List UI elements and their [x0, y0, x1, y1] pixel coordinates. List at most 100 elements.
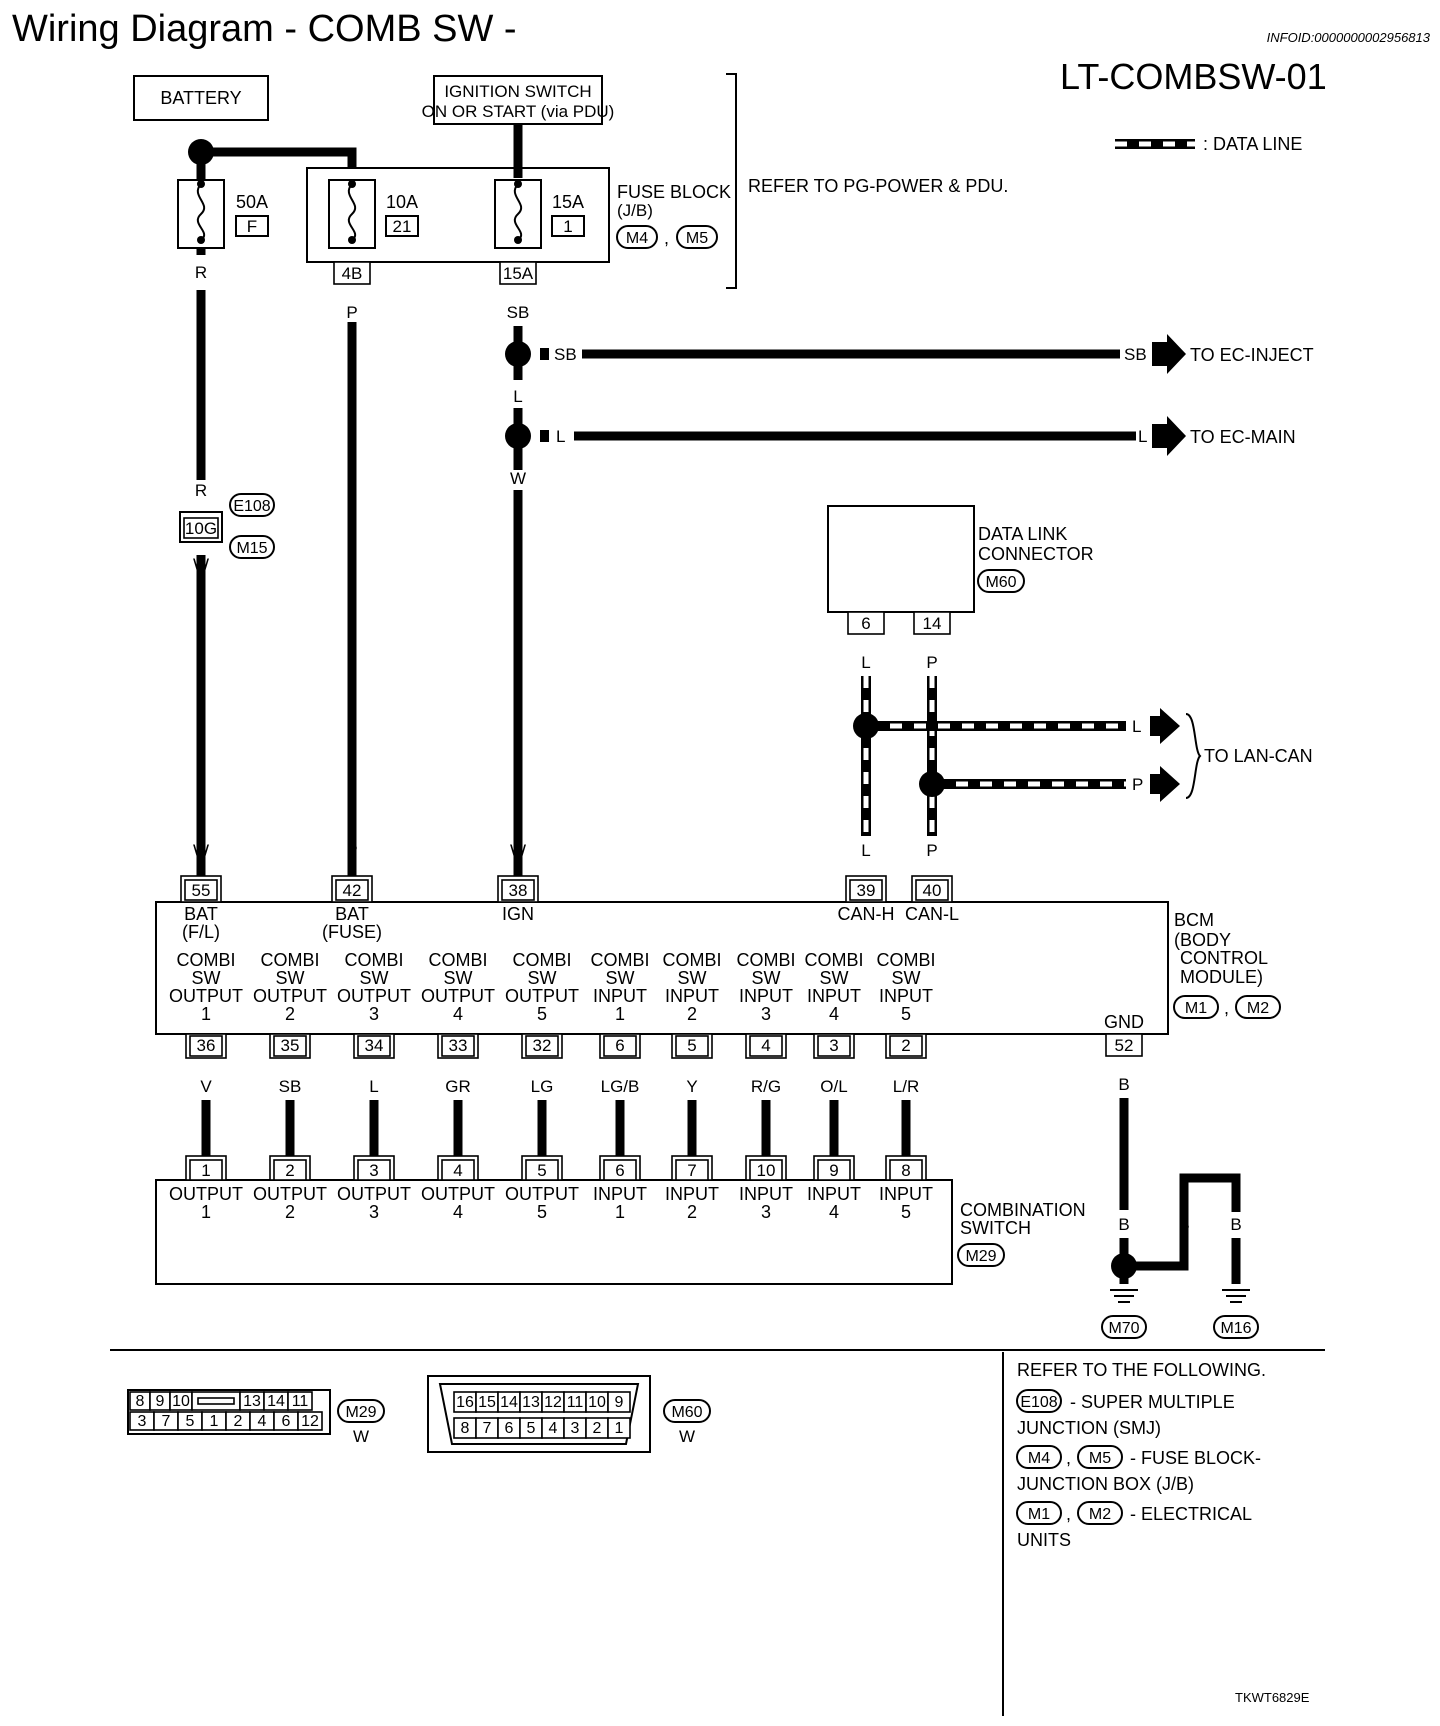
- dlc-terminal-14: [913, 611, 951, 635]
- bcm-bottom-terminal-label: COMBI: [876, 950, 935, 970]
- ground-symbol-m70: M70: [1101, 1289, 1147, 1339]
- m60-view-cavity-top-label: 9: [615, 1394, 624, 1411]
- bcm-terminal-52: [1105, 1033, 1143, 1057]
- legend-data-line-label: : DATA LINE: [1203, 134, 1302, 154]
- smj-connector: 10G E108 M15: [179, 493, 275, 559]
- smj-terminal-10g-label: 10G: [185, 519, 217, 538]
- m60-view-cavity-top-label: 16: [456, 1394, 474, 1411]
- m60-view-cavity-top-label: 15: [478, 1394, 496, 1411]
- bcm-bottom-terminal-inner-32: [525, 1035, 559, 1057]
- bcm-bottom-terminal-label: 2: [687, 1004, 697, 1024]
- m60-view-cavity-top: [607, 1391, 631, 1413]
- fuse-10a-dot-top: [348, 180, 356, 188]
- bcm-bottom-terminal-inner-35: [273, 1035, 307, 1057]
- bcm-bottom-terminal-pin: 33: [449, 1036, 468, 1055]
- bcm-bottom-terminal-label: 2: [285, 1004, 295, 1024]
- wire-label-ign-out: SB: [507, 303, 530, 322]
- fuse-block-connector-m5: [676, 225, 718, 249]
- dlc-terminal-6: [847, 611, 885, 635]
- m60-view-cavity-bottom-label: 4: [549, 1420, 558, 1437]
- reference-m4-sep: ,: [1066, 1448, 1071, 1468]
- bcm-bottom-terminal-label: SW: [528, 968, 557, 988]
- bcm-label-4: MODULE): [1180, 967, 1263, 987]
- wire-stub-ec-inject: [540, 348, 549, 360]
- wire-label-dlc6: L: [861, 653, 870, 672]
- wire-label-bcm-bottom: LG: [531, 1077, 554, 1096]
- bcm-bottom-terminal-inner-3: [817, 1035, 851, 1057]
- combination-switch-label-2: SWITCH: [960, 1218, 1031, 1238]
- m60-view-cavity-bottom-label: 3: [571, 1420, 580, 1437]
- bcm-bottom-terminal-label: INPUT: [593, 986, 647, 1006]
- bcm-bottom-terminal-label: COMBI: [344, 950, 403, 970]
- wire-label-gnd3: B: [1230, 1215, 1241, 1234]
- bcm-bottom-terminal-label: OUTPUT: [169, 986, 243, 1006]
- bcm-top-terminal-pin: 42: [343, 881, 362, 900]
- page-title: Wiring Diagram - COMB SW -: [12, 8, 517, 50]
- wire-stub-ec-main: [540, 430, 549, 442]
- fuse-50a-dot-top: [197, 180, 205, 188]
- reference-fuse-2: JUNCTION BOX (J/B): [1017, 1474, 1194, 1494]
- fuse-10a-number: 21: [393, 217, 412, 236]
- fuse-15a: 15A 1: [494, 124, 585, 249]
- splice-can-h: [853, 713, 879, 739]
- smj-terminal-10g: [183, 517, 219, 539]
- bcm-top-terminal-pin: 38: [509, 881, 528, 900]
- combination-switch-terminal-inner-5: [525, 1159, 559, 1181]
- wire-label-ign-split: L: [513, 387, 522, 406]
- bcm-top-terminal-inner-40: [915, 879, 949, 901]
- combination-switch-connector-m29: [957, 1243, 1005, 1267]
- combination-switch-terminal-label: OUTPUT: [505, 1184, 579, 1204]
- fuse-50a-rating: 50A: [236, 192, 268, 212]
- wire-label-gnd1: B: [1118, 1215, 1129, 1234]
- splice-ign-1: [505, 341, 531, 367]
- combination-switch-terminals: 1OUTPUT12OUTPUT23OUTPUT34OUTPUT45OUTPUT5…: [169, 1155, 933, 1222]
- combination-switch-terminal-label: INPUT: [665, 1184, 719, 1204]
- m29-view-color: W: [353, 1427, 369, 1446]
- bcm-bottom-terminal-label: OUTPUT: [505, 986, 579, 1006]
- combination-switch-terminal-pin: 2: [285, 1161, 294, 1180]
- m29-view-connector-label: M29: [345, 1404, 376, 1421]
- bcm-bottom-terminals: COMBISWOUTPUT136VCOMBISWOUTPUT235SBCOMBI…: [169, 950, 936, 1160]
- ignition-switch-box: [433, 75, 603, 125]
- wire-label-ec-inject-r: SB: [1124, 345, 1147, 364]
- fuse-10a: 10A 21: [328, 179, 419, 249]
- figure-code: TKWT6829E: [1235, 1690, 1310, 1705]
- bcm-bottom-terminal-label: OUTPUT: [253, 986, 327, 1006]
- battery-box: [133, 75, 269, 121]
- m29-view-key: [197, 1397, 235, 1405]
- m29-view-cavity-bottom-label: 4: [258, 1413, 267, 1430]
- bcm-bottom-terminal-inner-33: [441, 1035, 475, 1057]
- m29-view-cavity-bottom-label: 2: [234, 1413, 243, 1430]
- combination-switch-terminal-pin: 8: [901, 1161, 910, 1180]
- m29-view-cavity-top-label: 9: [156, 1393, 165, 1410]
- bcm-bottom-terminal-label: SW: [444, 968, 473, 988]
- reference-m4-label: M4: [1028, 1450, 1050, 1467]
- bcm-bottom-terminal-label: SW: [820, 968, 849, 988]
- wire-label-lan-p: P: [1132, 775, 1143, 794]
- combination-switch-terminal-pin: 3: [369, 1161, 378, 1180]
- bcm-bottom-terminal-pin: 4: [761, 1036, 770, 1055]
- bcm-bottom-terminal-label: 3: [369, 1004, 379, 1024]
- fuse-50a: 50A F: [177, 179, 269, 249]
- bcm-bottom-terminal-label: INPUT: [807, 986, 861, 1006]
- bcm-bottom-terminal-pin: 2: [901, 1036, 910, 1055]
- dest-lan-can: TO LAN-CAN: [1204, 746, 1313, 766]
- bcm-bottom-terminal-label: SW: [192, 968, 221, 988]
- bcm-top-terminal-inner-42: [335, 879, 369, 901]
- m60-view-cavity-top-label: 12: [544, 1394, 562, 1411]
- fuse-block-label-2: (J/B): [617, 201, 653, 220]
- bcm-top-terminal-sublabel: (FUSE): [322, 922, 382, 942]
- combination-switch-label-1: COMBINATION: [960, 1200, 1086, 1220]
- combination-switch-terminal-label: 4: [453, 1202, 463, 1222]
- bcm-top-terminal-pin: 55: [192, 881, 211, 900]
- combination-switch-terminal-label: 3: [369, 1202, 379, 1222]
- wire-label-ign-low: W: [510, 469, 526, 488]
- ground-symbol-m16: M16: [1213, 1289, 1259, 1339]
- m29-view-cavity-bottom-label: 5: [186, 1413, 195, 1430]
- m29-view-cavity-bottom: [297, 1411, 323, 1431]
- m60-view-connector: [663, 1399, 711, 1423]
